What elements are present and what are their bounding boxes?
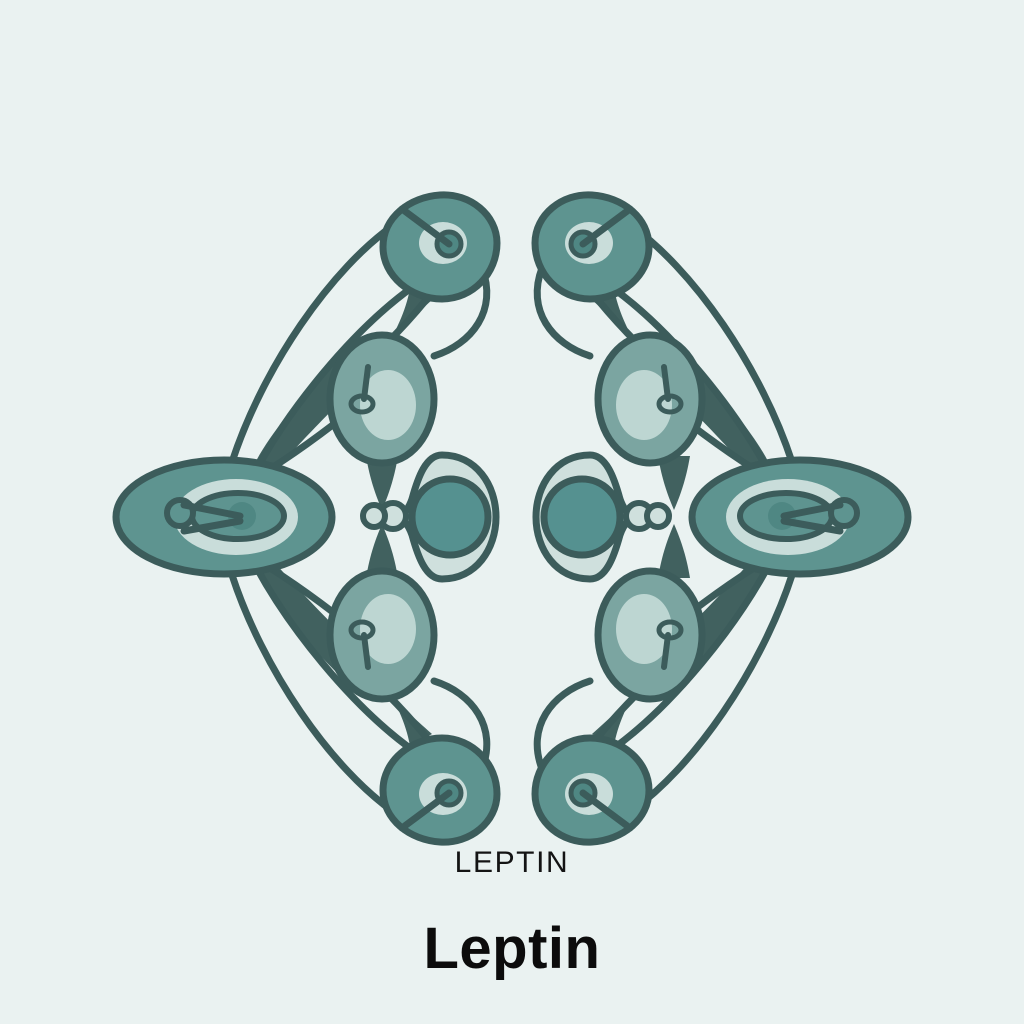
cell-lower-left-oval (330, 571, 434, 699)
cell-lower-right-oval (598, 571, 702, 699)
cell-top-right-round (535, 195, 649, 299)
connection-topright-to-rightflat-a (622, 218, 796, 466)
cell-upper-right-oval (598, 335, 702, 463)
caption-title: Leptin (423, 916, 601, 981)
neck-lower-left (366, 524, 398, 578)
connection-bottomright-to-rightflat-a (622, 571, 796, 819)
neck-upper-left (366, 456, 398, 510)
connection-bottomleft-to-leftflat-b (248, 555, 418, 755)
cell-left-large-flat (116, 460, 332, 574)
connection-bottomright-to-rightflat-b (606, 555, 776, 755)
cell-upper-left-oval (330, 335, 434, 463)
connection-topright-to-upperrightoval (533, 264, 594, 360)
connection-bottomleft-to-leftflat-a (228, 571, 402, 819)
neck-upper-right (658, 456, 690, 510)
connection-bottomright-to-lowerrightoval (533, 677, 594, 773)
cell-top-left-round (383, 195, 497, 299)
cell-right-large-flat (692, 460, 908, 574)
neck-lower-right (658, 524, 690, 578)
caption-block: LEPTIN Leptin (0, 848, 1024, 978)
connection-topleft-to-leftflat-b (248, 282, 418, 482)
caption-subtitle: LEPTIN (454, 846, 570, 879)
cell-bottom-right-round (535, 738, 649, 842)
connection-topleft-to-leftflat-a (228, 218, 402, 466)
cell-bottom-left-round (383, 738, 497, 842)
